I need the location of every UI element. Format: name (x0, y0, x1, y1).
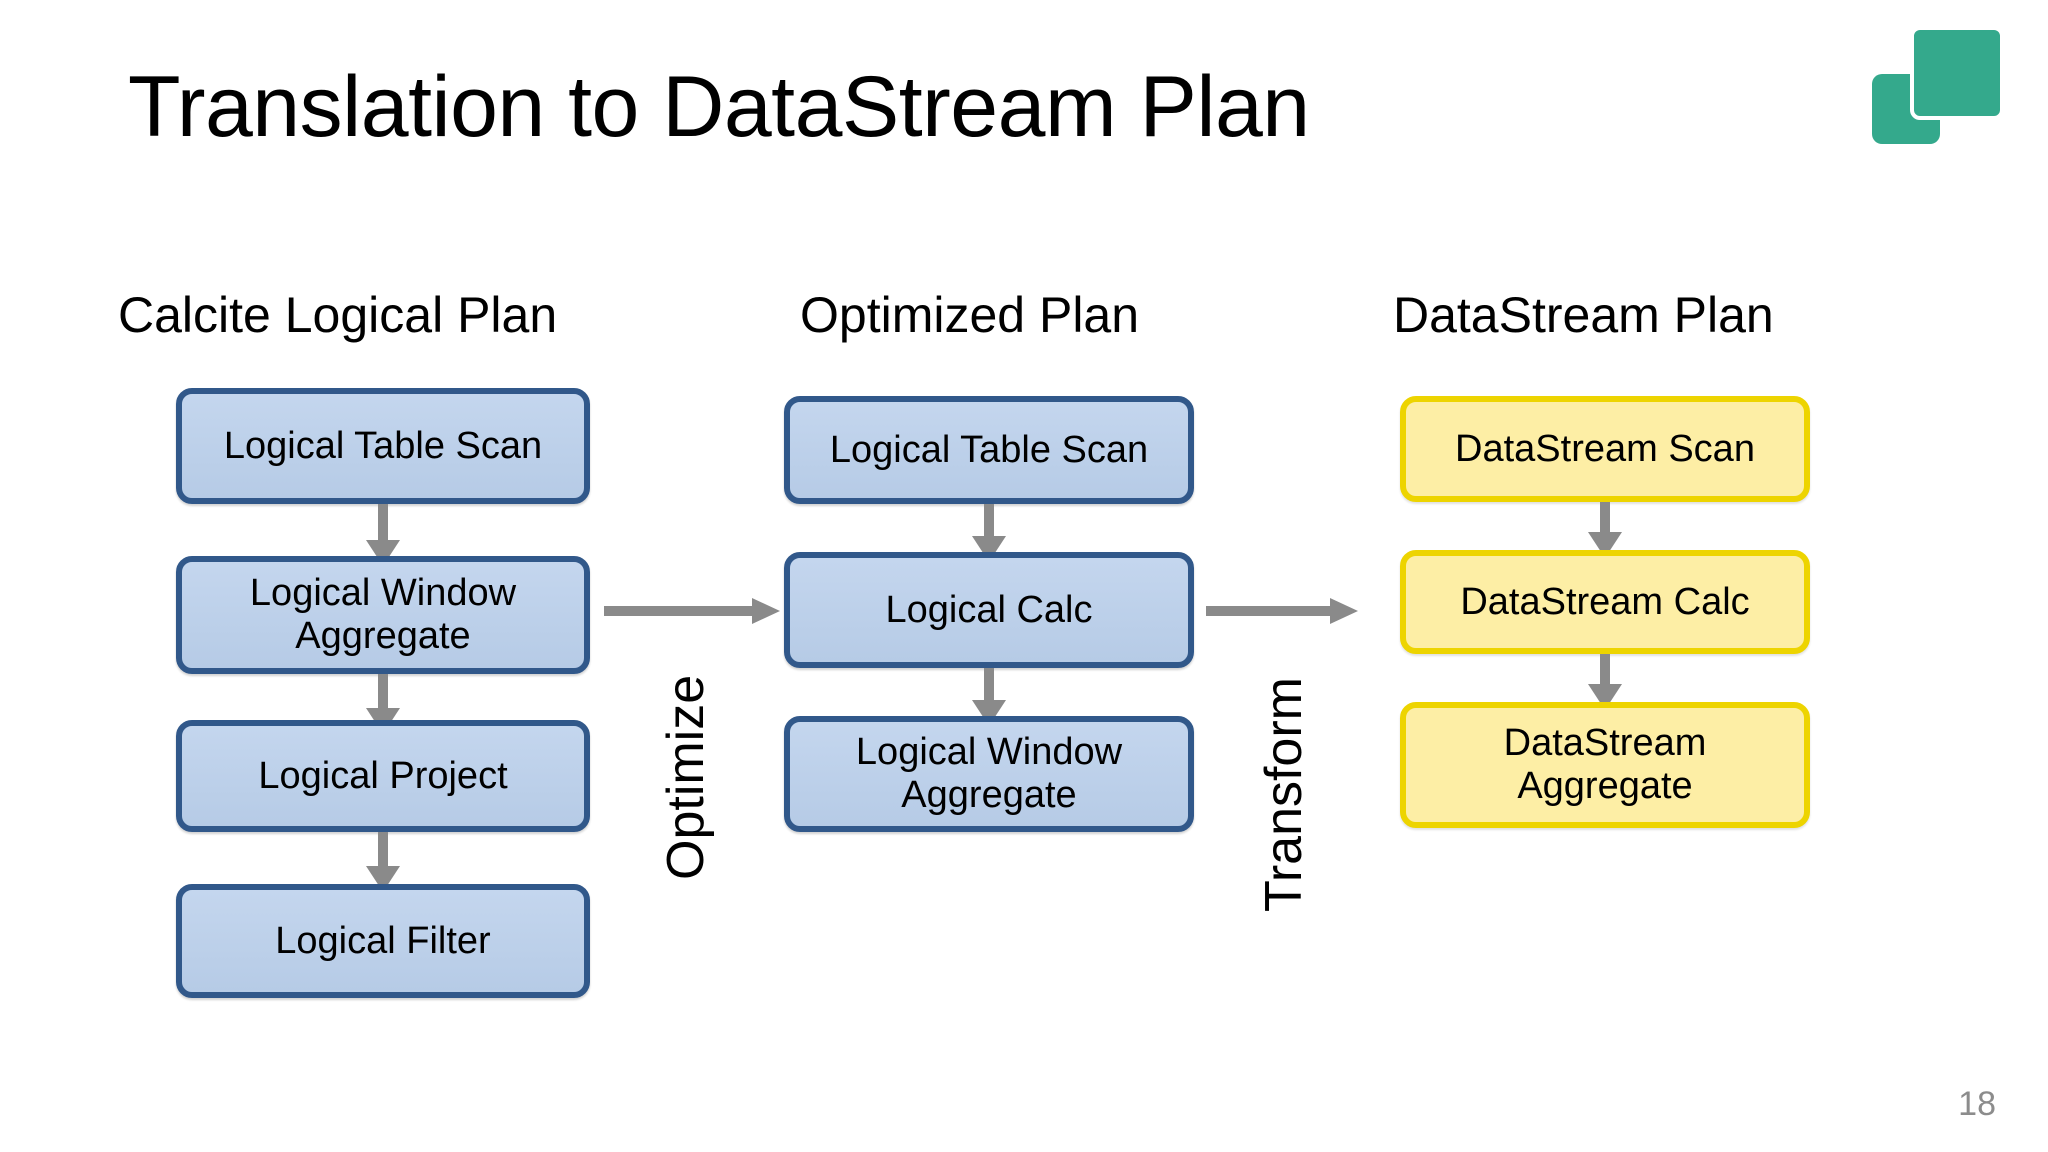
page-number: 18 (1958, 1085, 1996, 1123)
node-logical-calc-c2[interactable]: Logical Calc (784, 552, 1194, 668)
node-logical-window-aggregate-c1[interactable]: Logical Window Aggregate (176, 556, 590, 674)
stage-label-transform: Transform (1255, 677, 1313, 912)
column-header-calcite-logical-plan: Calcite Logical Plan (118, 287, 558, 343)
arrow-down-c1-3 (366, 832, 400, 892)
node-datastream-aggregate-c3[interactable]: DataStream Aggregate (1400, 702, 1810, 828)
logo-square-front (1910, 26, 2004, 120)
stage-label-optimize: Optimize (657, 674, 715, 880)
node-datastream-calc-c3[interactable]: DataStream Calc (1400, 550, 1810, 654)
node-logical-window-aggregate-c2[interactable]: Logical Window Aggregate (784, 716, 1194, 832)
column-header-optimized-plan: Optimized Plan (800, 287, 1140, 343)
node-logical-project-c1[interactable]: Logical Project (176, 720, 590, 832)
two-squares-logo (1872, 26, 2004, 144)
arrow-right-optimize (604, 598, 780, 624)
node-logical-table-scan-c2[interactable]: Logical Table Scan (784, 396, 1194, 504)
arrow-right-transform (1206, 598, 1358, 624)
page-title: Translation to DataStream Plan (128, 59, 1310, 155)
node-logical-table-scan-c1[interactable]: Logical Table Scan (176, 388, 590, 504)
node-logical-filter-c1[interactable]: Logical Filter (176, 884, 590, 998)
column-header-datastream-plan: DataStream Plan (1393, 287, 1774, 343)
node-datastream-scan-c3[interactable]: DataStream Scan (1400, 396, 1810, 502)
